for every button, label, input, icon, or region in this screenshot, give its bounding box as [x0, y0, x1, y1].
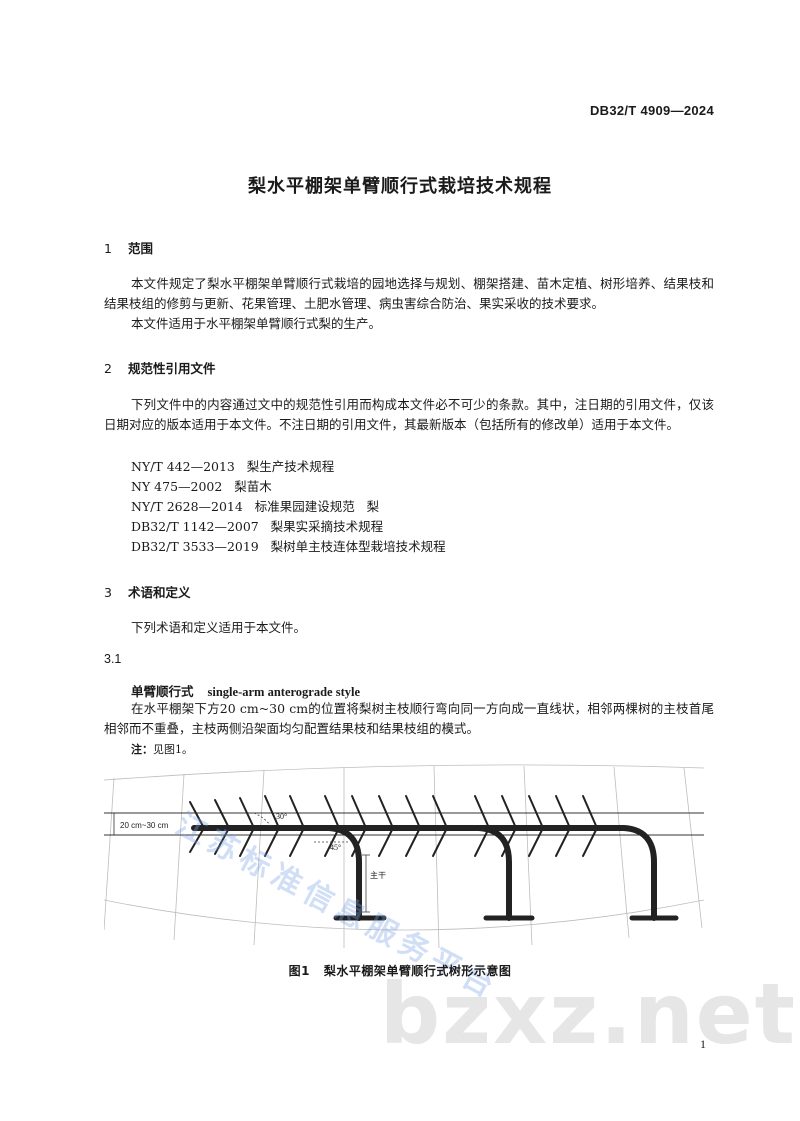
document-title: 梨水平棚架单臂顺行式栽培技术规程	[248, 176, 552, 197]
figure-caption: 图1 梨水平棚架单臂顺行式树形示意图	[0, 962, 800, 979]
reference-item: NY 475—2002 梨苗木	[131, 479, 272, 494]
term-entry: 单臂顺行式 single-arm anterograde style	[131, 681, 360, 700]
section-title: 范围	[128, 241, 154, 256]
angle-45-label: 45°	[330, 843, 341, 852]
section-number: 3	[104, 585, 112, 600]
reference-item: NY/T 442—2013 梨生产技术规程	[131, 459, 335, 474]
section-title: 术语和定义	[128, 585, 191, 600]
range-marker	[110, 812, 118, 836]
reference-item: DB32/T 3533—2019 梨树单主枝连体型栽培技术规程	[131, 539, 446, 554]
angle-30-label: 30°	[276, 812, 287, 821]
section-number: 2	[104, 361, 112, 376]
section-3-heading: 3 术语和定义	[104, 582, 191, 601]
section-2-heading: 2 规范性引用文件	[104, 358, 216, 377]
term-chinese: 单臂顺行式	[131, 684, 194, 699]
trunk-label: 主干	[370, 870, 386, 880]
term-definition: 在水平棚架下方20 cm~30 cm的位置将梨树主枝顺行弯向同一方向成一直线状，…	[104, 701, 714, 736]
section-1-heading: 1 范围	[104, 238, 153, 257]
term-note: 注：见图1。	[131, 741, 193, 757]
term-english: single-arm anterograde style	[207, 685, 361, 699]
background-grid	[104, 764, 704, 949]
standard-code: DB32/T 4909—2024	[589, 103, 714, 118]
section-title: 规范性引用文件	[128, 361, 216, 376]
section-1-paragraph-2: 本文件适用于水平棚架单臂顺行式梨的生产。	[131, 316, 382, 331]
angle-markers	[253, 812, 370, 913]
section-3-paragraph: 下列术语和定义适用于本文件。	[131, 620, 307, 635]
figure-number: 图1	[288, 964, 310, 978]
note-label: 注：	[131, 743, 153, 756]
section-1-paragraph-1: 本文件规定了梨水平棚架单臂顺行式栽培的园地选择与规划、棚架搭建、苗木定植、树形培…	[104, 276, 714, 311]
range-label: 20 cm~30 cm	[120, 821, 169, 830]
section-number: 1	[104, 241, 112, 256]
term-number: 3.1	[104, 652, 122, 666]
tree-shape-diagram: 20 cm~30 cm	[104, 764, 704, 949]
note-text: 见图1。	[153, 743, 193, 756]
page-number: 1	[700, 1037, 706, 1051]
trellis-lines	[104, 812, 704, 836]
figure-caption-text: 梨水平棚架单臂顺行式树形示意图	[323, 964, 512, 978]
section-2-paragraph: 下列文件中的内容通过文中的规范性引用而构成本文件必不可少的条款。其中，注日期的引…	[104, 397, 714, 432]
brand-watermark: bzxz.net	[380, 965, 797, 1063]
reference-item: NY/T 2628—2014 标准果园建设规范 梨	[131, 499, 380, 514]
reference-item: DB32/T 1142—2007 梨果实采摘技术规程	[131, 519, 384, 534]
tree-3	[474, 795, 679, 921]
